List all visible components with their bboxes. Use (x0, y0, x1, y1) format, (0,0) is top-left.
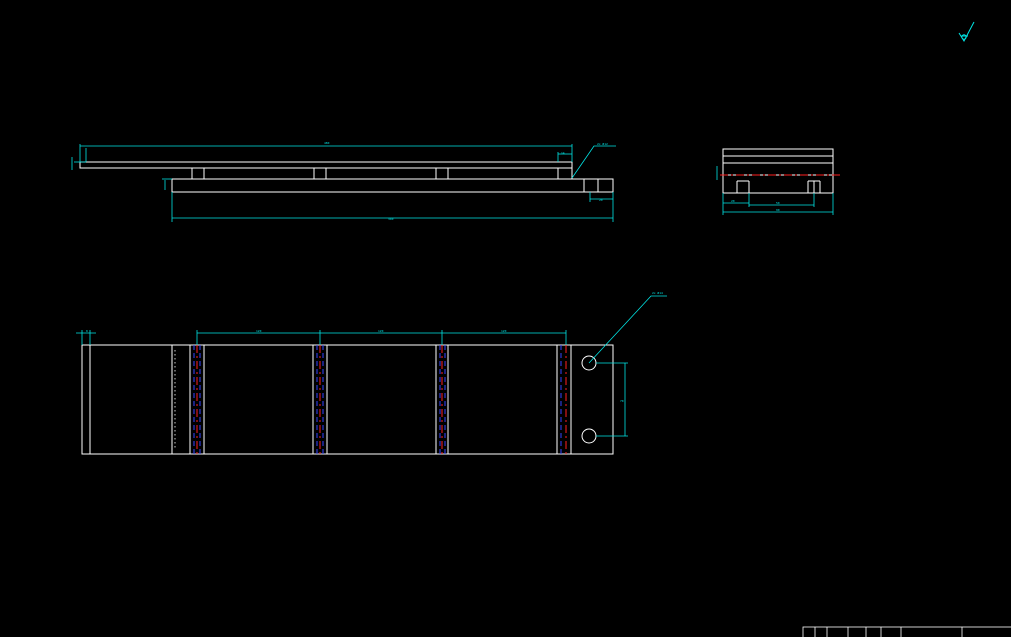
svg-text:20: 20 (731, 199, 735, 203)
top-view-outline (81, 344, 614, 455)
svg-text:120: 120 (256, 329, 262, 333)
side-view-outline (722, 148, 834, 194)
top-view-dimensions (76, 295, 667, 437)
top-view-hidden-lines (193, 345, 562, 454)
mounting-holes (581, 355, 597, 444)
svg-text:20: 20 (599, 198, 603, 202)
top-view-centerlines (196, 345, 567, 454)
svg-text:8: 8 (86, 329, 88, 333)
svg-text:14: 14 (561, 151, 565, 155)
svg-text:120: 120 (501, 329, 507, 333)
surface-roughness-symbol (958, 21, 975, 43)
svg-text:2x Ø14: 2x Ø14 (652, 290, 663, 295)
top-view: 120 120 120 70 8 2x Ø14 (76, 290, 667, 455)
svg-text:2x Ø12: 2x Ø12 (597, 141, 608, 146)
svg-text:120: 120 (378, 329, 384, 333)
svg-text:480: 480 (324, 141, 330, 145)
front-view: 480 340 20 14 2x Ø12 (71, 141, 616, 222)
title-block (802, 626, 1011, 637)
front-view-dimensions (71, 144, 616, 222)
svg-text:70: 70 (620, 399, 624, 403)
side-view: 20 50 90 (716, 148, 842, 215)
svg-text:90: 90 (776, 208, 780, 212)
front-view-outline (79, 161, 614, 193)
side-view-dimensions (716, 166, 834, 215)
svg-text:340: 340 (388, 217, 394, 221)
front-view-dimension-text: 480 340 20 14 2x Ø12 (324, 141, 608, 221)
side-view-dimension-text: 20 50 90 (731, 199, 780, 212)
mounting-hole-lower (581, 428, 597, 444)
svg-text:50: 50 (776, 201, 780, 205)
top-view-dimension-text: 120 120 120 70 8 2x Ø14 (86, 290, 663, 403)
